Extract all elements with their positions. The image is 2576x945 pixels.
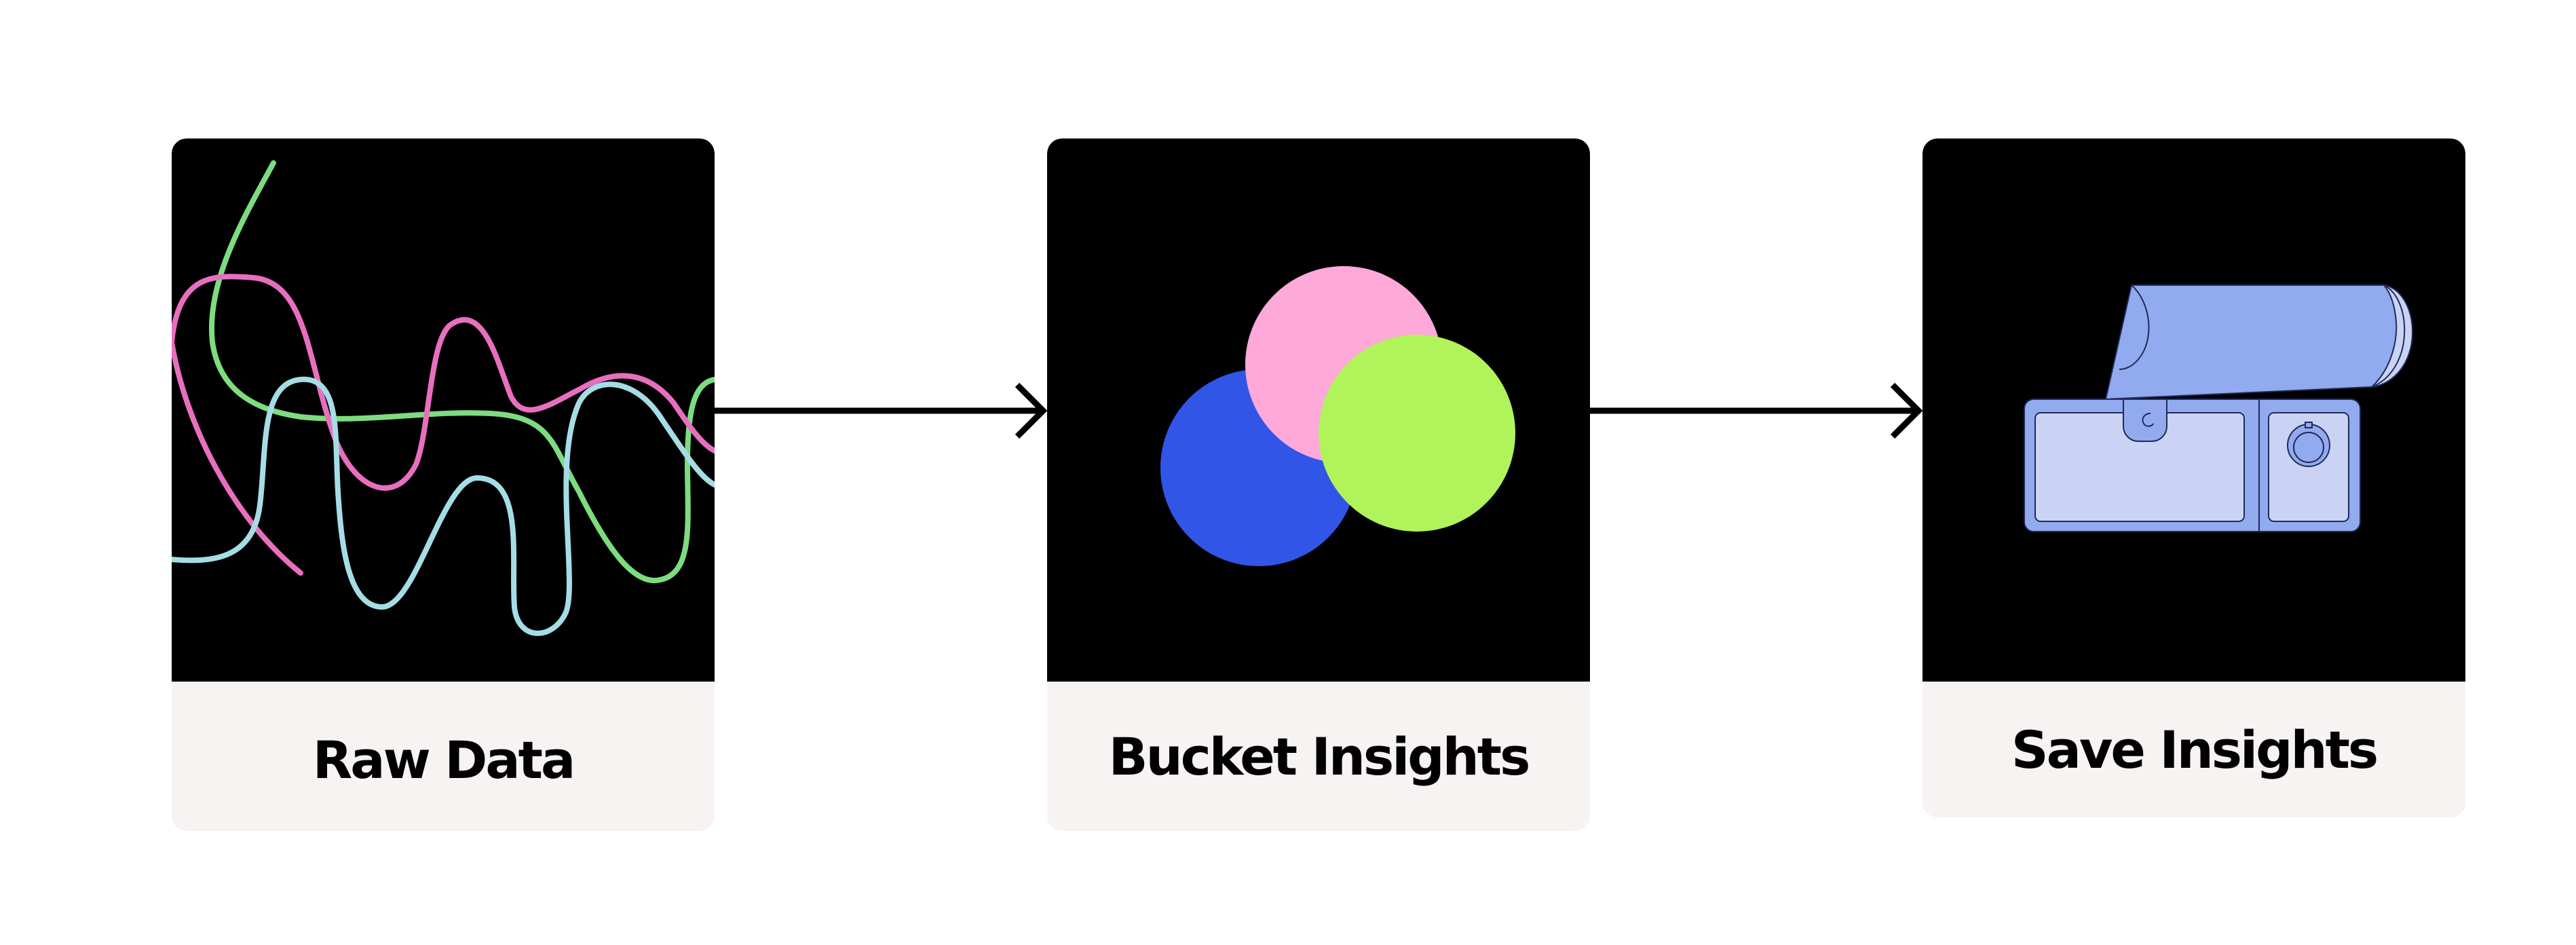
save-insights-illustration: [1922, 138, 2465, 682]
step-label-bucket-insights: Bucket Insights: [1108, 726, 1531, 787]
step-label-container: Bucket Insights: [1047, 682, 1590, 831]
step-label-container: Raw Data: [172, 682, 715, 831]
arrow-right-icon: [1590, 380, 1924, 441]
tangled-lines-icon: [172, 160, 715, 636]
step-label-raw-data: Raw Data: [312, 729, 575, 790]
step-label-container: Save Insights: [1922, 682, 2465, 817]
step-card-save-insights: Save Insights: [1922, 138, 2465, 817]
overlapping-circles-icon: [1160, 266, 1515, 566]
arrow-right-icon: [715, 380, 1048, 441]
bucket-insights-illustration: [1047, 138, 1590, 682]
step-card-bucket-insights: Bucket Insights: [1047, 138, 1590, 831]
step-card-raw-data: Raw Data: [172, 138, 715, 831]
green-circle: [1319, 335, 1515, 532]
step-label-save-insights: Save Insights: [2011, 719, 2379, 780]
treasure-chest-icon: [2024, 284, 2414, 532]
raw-data-illustration: [172, 138, 715, 682]
